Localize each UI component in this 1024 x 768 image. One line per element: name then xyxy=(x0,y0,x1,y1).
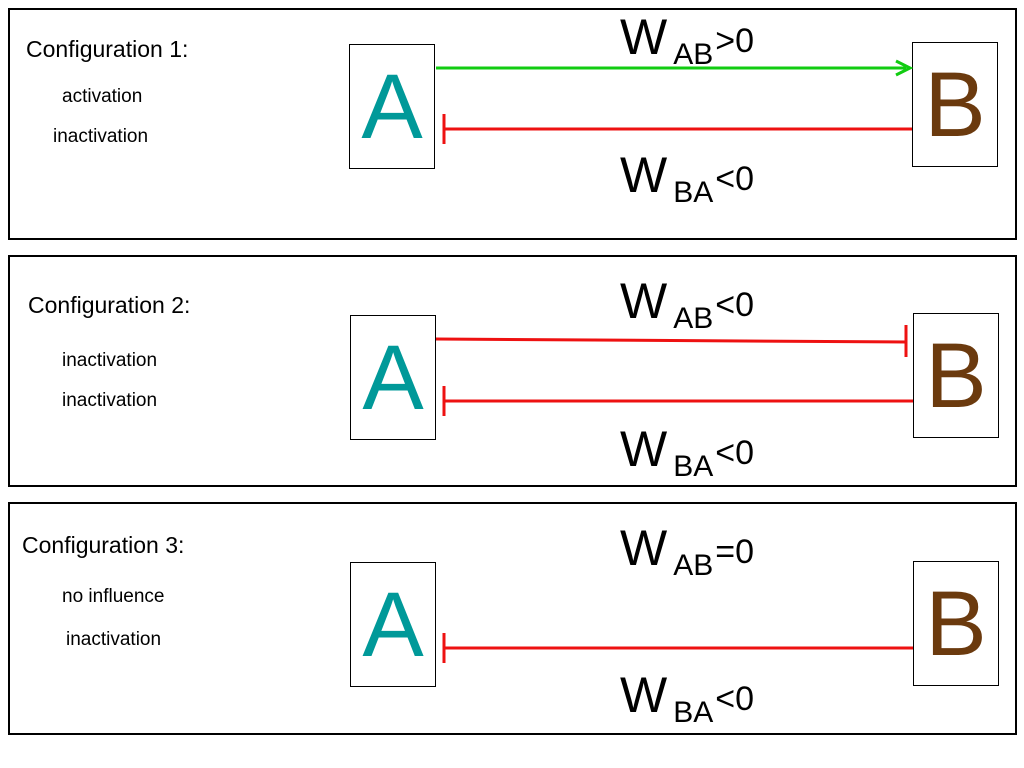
weight-relation: =0 xyxy=(715,533,754,571)
configuration-2-line-ba: inactivation xyxy=(62,390,158,411)
weight-symbol: W xyxy=(620,147,668,203)
configuration-1-line-ba: inactivation xyxy=(53,126,149,147)
configuration-2-node-a: A xyxy=(350,315,436,440)
configuration-2-line-ab: inactivation xyxy=(62,350,158,371)
configuration-3-line-ba: inactivation xyxy=(66,629,162,650)
configuration-1-line-ab: activation xyxy=(62,86,143,107)
weight-relation: <0 xyxy=(715,680,754,718)
configuration-3-panel xyxy=(8,502,1017,735)
weight-symbol: W xyxy=(620,273,668,329)
weight-subscript: BA xyxy=(673,450,714,483)
weight-relation: <0 xyxy=(715,434,754,472)
configuration-2-node-b: B xyxy=(913,313,999,438)
configuration-3-node-a: A xyxy=(350,562,436,687)
configuration-3-node-b: B xyxy=(913,561,999,686)
configuration-1-panel xyxy=(8,8,1017,240)
weight-relation: <0 xyxy=(715,160,754,198)
configuration-2-title: Configuration 2: xyxy=(28,292,191,318)
weight-subscript: AB xyxy=(673,549,714,582)
configuration-1-title: Configuration 1: xyxy=(26,36,189,62)
configuration-3-line-ab: no influence xyxy=(62,586,165,607)
weight-symbol: W xyxy=(620,421,668,477)
weight-relation: >0 xyxy=(715,22,754,60)
weight-symbol: W xyxy=(620,9,668,65)
weight-relation: <0 xyxy=(715,286,754,324)
weight-subscript: BA xyxy=(673,176,714,209)
weight-subscript: AB xyxy=(673,302,714,335)
configuration-1-node-a: A xyxy=(349,44,435,169)
configuration-2-panel xyxy=(8,255,1017,487)
configuration-1-node-b: B xyxy=(912,42,998,167)
weight-subscript: AB xyxy=(673,38,714,71)
weight-subscript: BA xyxy=(673,696,714,729)
weight-symbol: W xyxy=(620,520,668,576)
configuration-3-title: Configuration 3: xyxy=(22,532,185,558)
weight-symbol: W xyxy=(620,667,668,723)
